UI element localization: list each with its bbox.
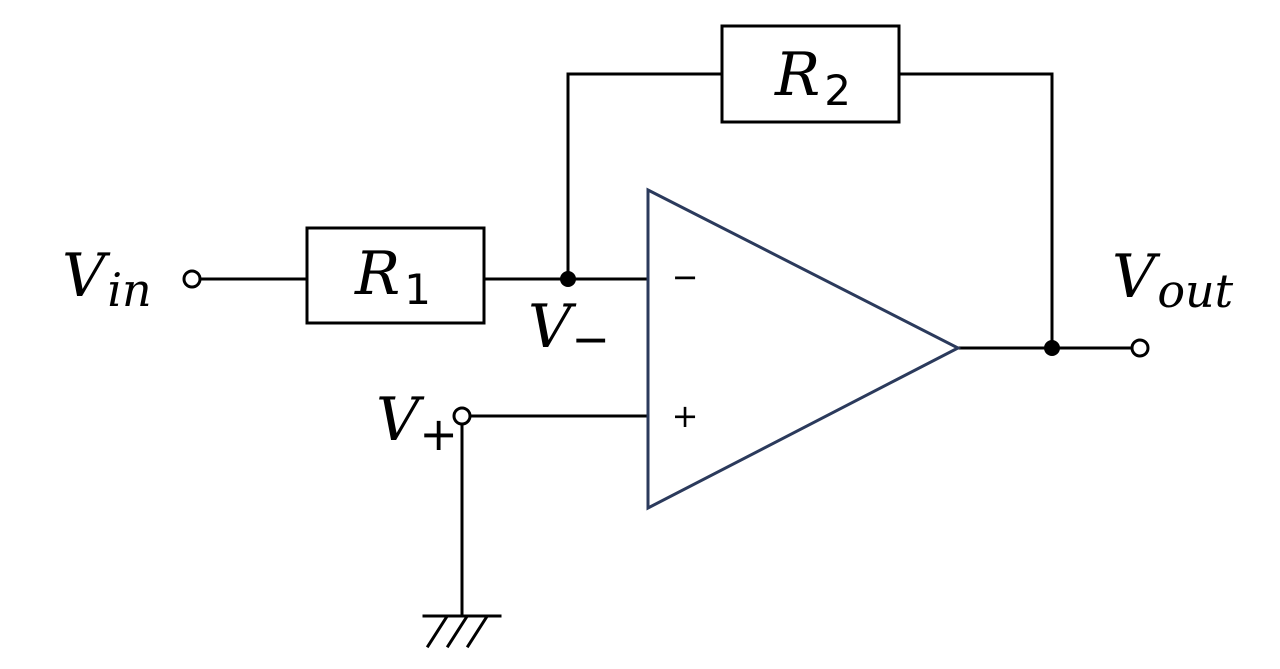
wire-feedback-left	[566, 72, 724, 281]
resistor-r1	[305, 226, 486, 325]
label-vplus-main: V	[376, 385, 425, 455]
label-vminus: V−	[528, 292, 610, 366]
label-vin-main: V	[62, 241, 111, 311]
label-vout-main: V	[1112, 242, 1161, 312]
label-r1: R1	[354, 239, 431, 314]
label-vout-sub: out	[1157, 264, 1233, 318]
opamp-plus-sign: +	[672, 397, 699, 435]
ground-hatch-2	[445, 615, 469, 649]
resistor-r2	[720, 24, 901, 124]
terminal-vplus	[452, 406, 472, 426]
label-vin: Vin	[62, 241, 152, 317]
junction-node-inverting	[560, 271, 576, 287]
label-vin-sub: in	[107, 263, 151, 317]
label-vplus-sub: +	[419, 407, 458, 461]
label-r2-sub: 2	[824, 66, 851, 115]
wire-feedback-right	[897, 72, 1054, 350]
opamp-triangle	[646, 187, 962, 511]
label-r1-main: R	[354, 239, 400, 309]
opamp-minus-sign: −	[672, 258, 699, 296]
ground-hatch-3	[465, 615, 489, 649]
ground-symbol	[422, 614, 502, 649]
label-vminus-sub: −	[571, 312, 610, 366]
label-vout: Vout	[1112, 242, 1234, 318]
ground-hatch-1	[425, 615, 449, 649]
terminal-vout	[1130, 338, 1150, 358]
label-r2: R2	[774, 40, 851, 115]
label-r1-sub: 1	[404, 265, 431, 314]
junction-node-output	[1044, 340, 1060, 356]
label-vplus: V+	[376, 385, 458, 461]
terminal-vin	[182, 269, 202, 289]
label-r2-main: R	[774, 40, 820, 110]
label-vminus-main: V	[528, 292, 577, 362]
